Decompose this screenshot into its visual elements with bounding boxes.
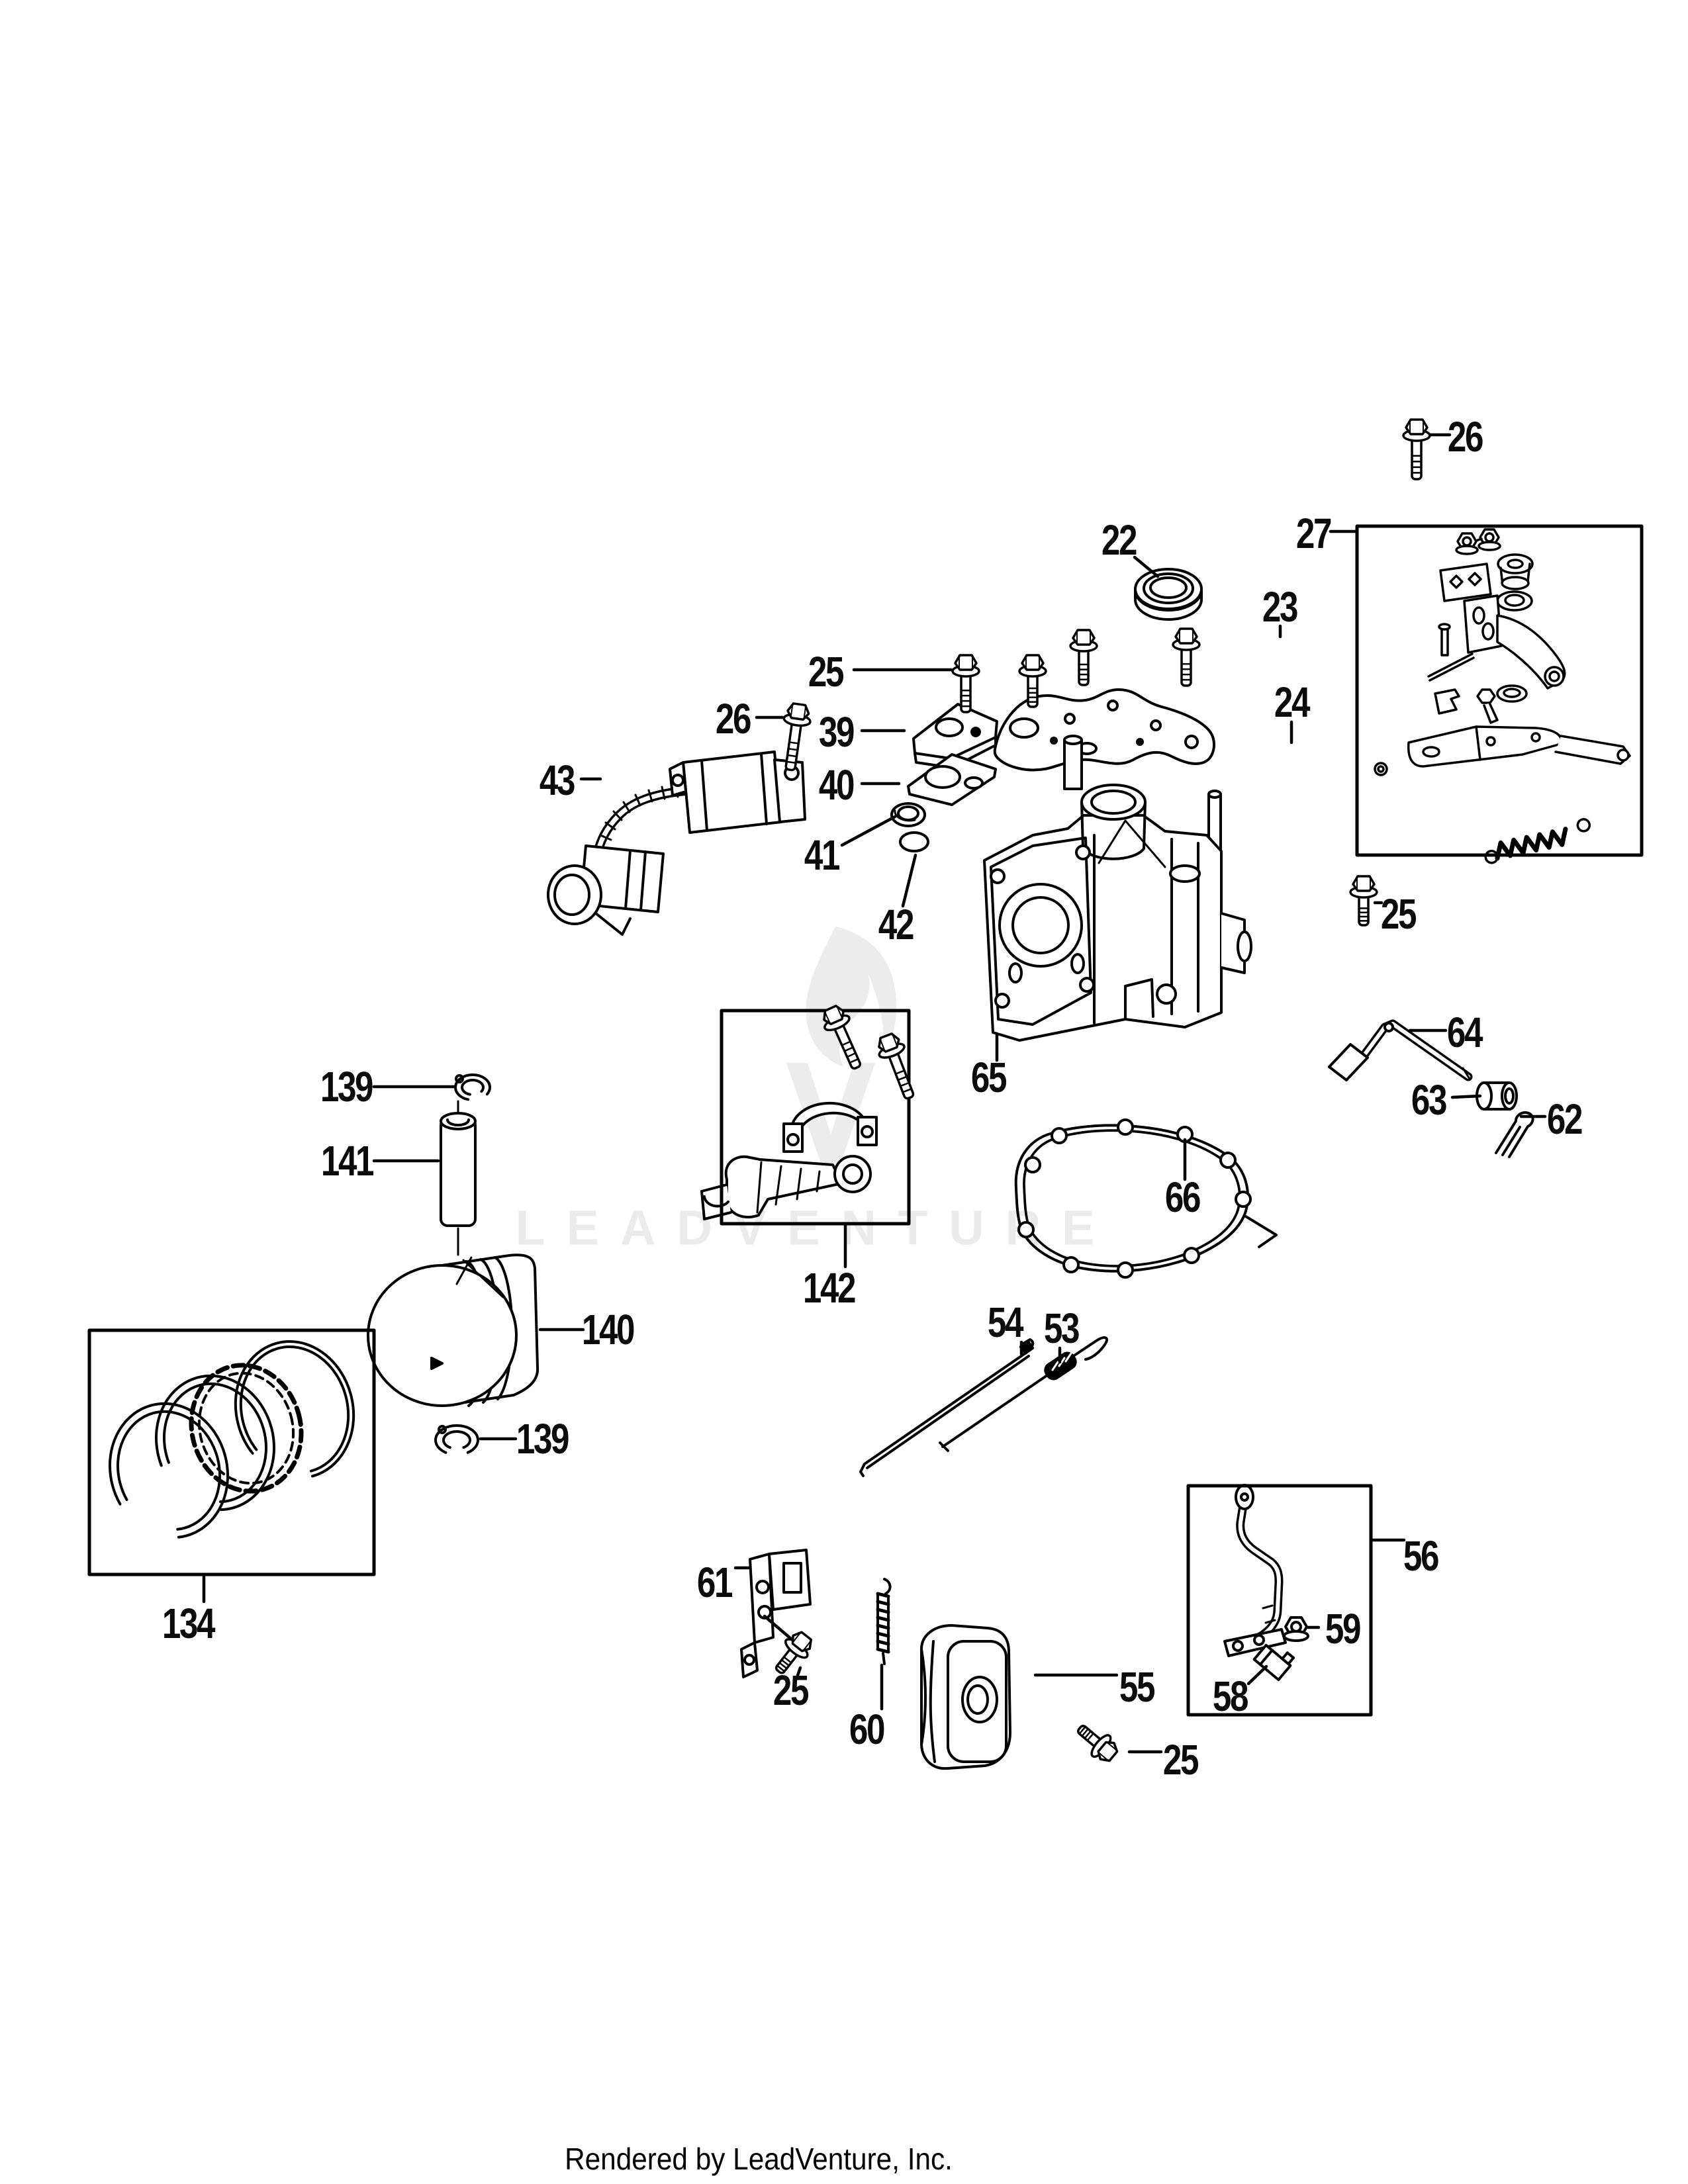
part-number-65-cylinder-crankcase[interactable]: 65 — [970, 1054, 1008, 1101]
flange-bolt-icon — [1069, 629, 1098, 686]
part-governor-rod-54 — [859, 1338, 1035, 1477]
assembly-box-142 — [720, 1009, 911, 1226]
leadventure-watermark-text: LEADVENTURE — [515, 1200, 1116, 1255]
part-clamp-58 — [1252, 1643, 1295, 1682]
part-number-139-retaining-ring[interactable]: 139 — [320, 1063, 374, 1111]
part-number-24-cylinder-head-gasket[interactable]: 24 — [1274, 678, 1311, 726]
flame-logo-watermark-icon — [786, 927, 897, 1163]
part-piston-140 — [367, 1253, 539, 1407]
part-number-58-clamp[interactable]: 58 — [1212, 1672, 1249, 1720]
leader-line-clamp — [1246, 1664, 1268, 1686]
part-number-55-muffler[interactable]: 55 — [1119, 1663, 1156, 1711]
part-piston-pin-141 — [440, 1100, 477, 1256]
part-oil-seal-bearing-22 — [1134, 568, 1203, 621]
flange-bolt-icon — [1172, 627, 1201, 687]
part-number-40-breather-gasket[interactable]: 40 — [818, 761, 855, 809]
bolt-layer — [774, 418, 1431, 1762]
part-number-139-retaining-ring[interactable]: 139 — [516, 1415, 570, 1463]
part-number-25-flange-bolt[interactable]: 25 — [1380, 890, 1417, 938]
part-bracket-61 — [740, 1549, 812, 1678]
part-ignition-coil-43 — [547, 751, 806, 936]
leader-line-cup-plug — [901, 853, 917, 908]
part-number-61-bracket[interactable]: 61 — [696, 1559, 733, 1606]
flange-bolt-icon — [1077, 1725, 1119, 1762]
part-crankcase-gasket-66 — [1014, 1118, 1278, 1279]
leader-line-layer — [202, 433, 1547, 1754]
assembly-box-134 — [87, 1328, 376, 1576]
part-oil-seal-41 — [890, 802, 926, 827]
part-number-54-governor-rod[interactable]: 54 — [987, 1298, 1024, 1346]
part-number-25-flange-bolt[interactable]: 25 — [1162, 1736, 1199, 1784]
part-governor-lever-56 — [1223, 1484, 1287, 1657]
flange-bolt-icon — [951, 654, 980, 713]
flange-bolt-icon — [823, 1005, 862, 1070]
part-number-134-piston-ring-set[interactable]: 134 — [162, 1600, 216, 1647]
rendered-by-credit: Rendered by LeadVenture, Inc. — [565, 2142, 953, 2176]
flange-bolt-icon — [1349, 875, 1378, 927]
flange-bolt-icon — [878, 1032, 915, 1100]
part-number-64-governor-crank[interactable]: 64 — [1446, 1009, 1483, 1056]
part-number-56-governor-lever-assembly[interactable]: 56 — [1403, 1532, 1440, 1580]
part-number-23-hex-bolt[interactable]: 23 — [1262, 583, 1299, 631]
part-number-43-ignition-coil[interactable]: 43 — [539, 756, 576, 804]
assembly-box-56 — [1186, 1484, 1373, 1717]
part-connecting-rod-142 — [700, 1101, 878, 1220]
part-number-142-connecting-rod-assembly[interactable]: 142 — [802, 1264, 857, 1312]
leader-line-flange-bolt — [763, 1614, 794, 1641]
part-cylinder-head-gasket-24 — [993, 688, 1215, 772]
part-number-141-piston-pin[interactable]: 141 — [320, 1137, 375, 1185]
part-number-25-flange-bolt[interactable]: 25 — [808, 648, 845, 696]
part-number-22-oil-seal-bearing[interactable]: 22 — [1101, 516, 1138, 564]
part-cup-plug-42 — [899, 831, 929, 852]
part-governor-crank-64 — [1328, 1019, 1473, 1081]
flange-bolt-icon — [782, 702, 812, 772]
part-clip-62 — [1495, 1111, 1534, 1158]
part-retaining-ring-139-bottom — [434, 1424, 479, 1456]
part-number-60-governor-spring[interactable]: 60 — [849, 1706, 886, 1753]
part-number-140-piston[interactable]: 140 — [581, 1306, 635, 1353]
part-retaining-ring-139-top — [454, 1073, 491, 1101]
part-muffler-55 — [920, 1624, 1011, 1770]
part-piston-ring-set-134 — [108, 1340, 355, 1539]
part-number-63-bushing[interactable]: 63 — [1411, 1076, 1448, 1124]
part-number-62-clip[interactable]: 62 — [1546, 1095, 1583, 1143]
part-bushing-63 — [1476, 1081, 1518, 1111]
leader-line-flange-bolt — [794, 1666, 802, 1681]
part-governor-spring-60 — [876, 1578, 892, 1665]
part-number-27-control-bracket-assembly[interactable]: 27 — [1295, 510, 1333, 557]
part-number-26-flange-bolt[interactable]: 26 — [1447, 413, 1484, 461]
flange-bolt-icon — [1018, 654, 1047, 708]
leader-line-bushing — [1450, 1094, 1482, 1099]
leader-line-oil-seal-bearing — [1133, 555, 1160, 578]
part-number-41-oil-seal[interactable]: 41 — [804, 831, 841, 879]
part-cylinder-crankcase-65 — [983, 735, 1252, 1042]
part-number-26-flange-bolt[interactable]: 26 — [715, 695, 752, 743]
part-control-bracket-assembly-27 — [1374, 528, 1631, 864]
flange-bolt-icon — [1402, 418, 1431, 480]
part-number-66-crankcase-gasket[interactable]: 66 — [1164, 1173, 1201, 1221]
part-throttle-link-53 — [939, 1336, 1109, 1452]
part-number-25-flange-bolt[interactable]: 25 — [773, 1666, 810, 1714]
part-number-53-throttle-link[interactable]: 53 — [1043, 1304, 1080, 1352]
part-number-42-cup-plug[interactable]: 42 — [878, 901, 915, 948]
leader-line-oil-seal — [840, 815, 897, 847]
part-number-59-hex-nut[interactable]: 59 — [1325, 1605, 1362, 1653]
part-number-39-breather-cover[interactable]: 39 — [818, 708, 855, 756]
flange-bolt-icon — [774, 1631, 812, 1674]
part-hex-nut-59 — [1283, 1616, 1309, 1642]
assembly-box-27 — [1355, 524, 1644, 857]
part-breather-gasket-40 — [907, 753, 997, 806]
